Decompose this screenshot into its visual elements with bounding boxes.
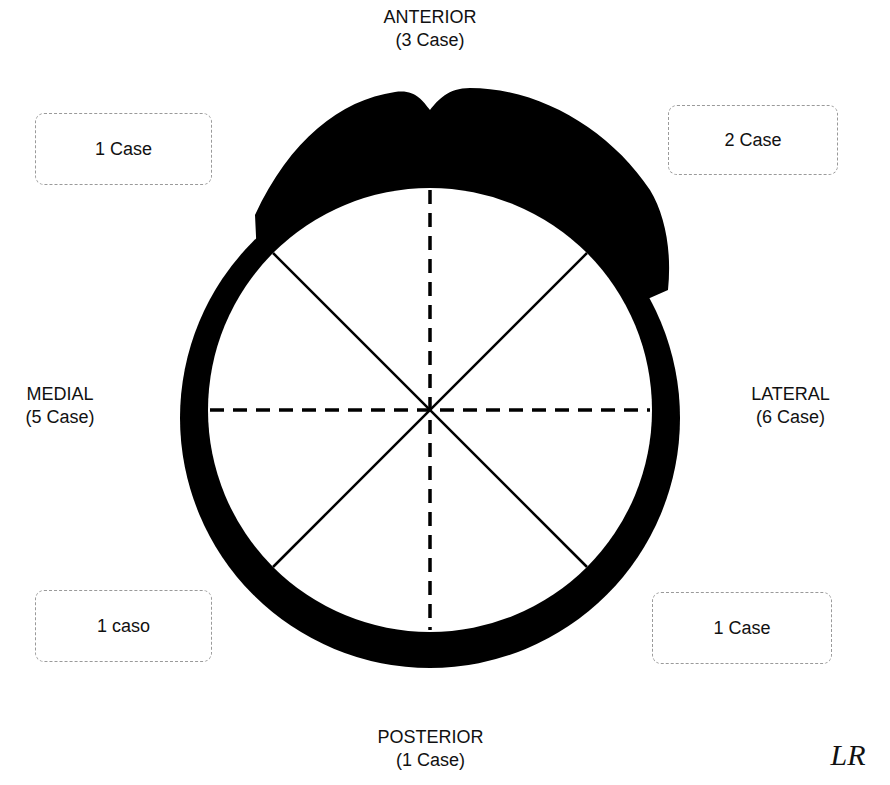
region-label: MEDIAL (5 Case) bbox=[23, 383, 97, 430]
signature: LR bbox=[828, 738, 868, 771]
case-count: 1 Case bbox=[95, 138, 152, 161]
case-count: 1 Case bbox=[713, 617, 770, 640]
case-count: 1 caso bbox=[97, 615, 150, 638]
diagonal-line bbox=[273, 253, 587, 567]
case-box: 2 Case bbox=[668, 105, 838, 175]
case-box: 1 Case bbox=[35, 113, 212, 185]
case-count: 2 Case bbox=[724, 129, 781, 152]
ring-inner bbox=[208, 188, 652, 632]
case-box: 1 caso bbox=[35, 590, 212, 662]
case-box: 1 Case bbox=[652, 592, 832, 664]
diagonal-line bbox=[273, 253, 587, 567]
region-label: LATERAL (6 Case) bbox=[749, 383, 832, 430]
region-label: ANTERIOR (3 Case) bbox=[381, 6, 479, 53]
ring-outline bbox=[180, 88, 680, 668]
sector-lines bbox=[210, 190, 650, 630]
region-label: POSTERIOR (1 Case) bbox=[375, 726, 486, 773]
